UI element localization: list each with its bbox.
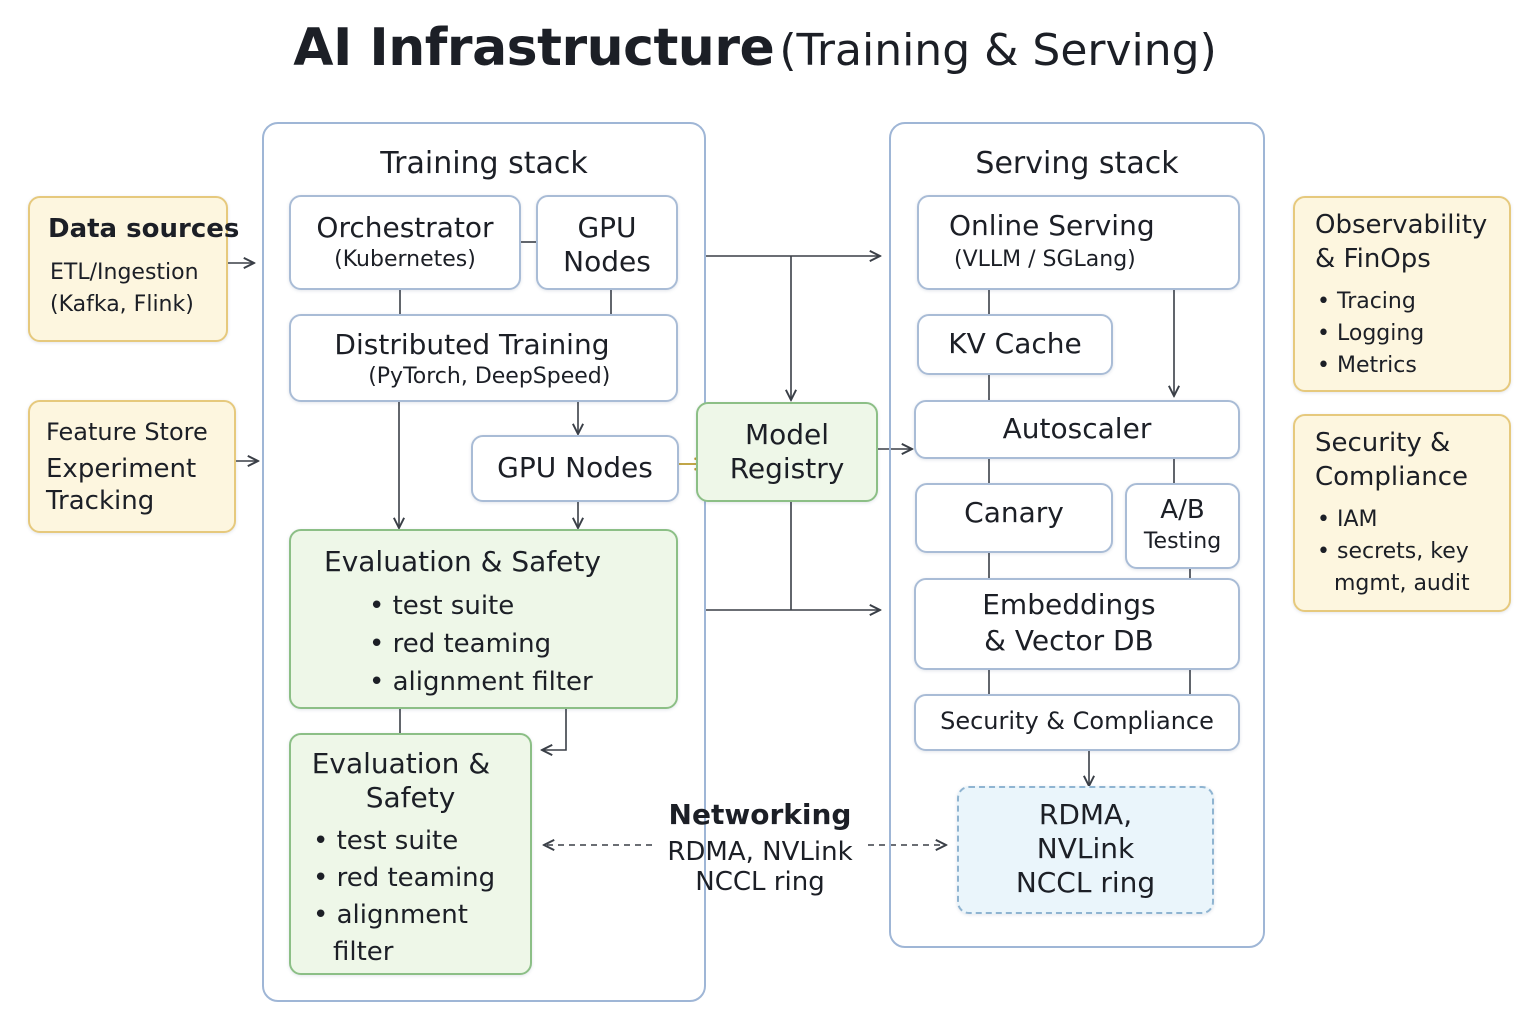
embeddings-box: Embeddings & Vector DB [914, 578, 1240, 670]
security-side-item: mgmt, audit [1334, 571, 1470, 596]
security-side-title-line2: Compliance [1315, 462, 1469, 492]
canary-box: Canary [915, 483, 1113, 553]
canary-name: Canary [964, 496, 1064, 529]
observability-item: Tracing [1317, 286, 1424, 318]
distributed-training-detail: (PyTorch, DeepSpeed) [368, 364, 611, 389]
eval2-item: filter [333, 937, 394, 967]
title-sub: (Training & Serving) [779, 25, 1217, 76]
ab-line2: Testing [1143, 529, 1222, 554]
evaluation-safety-box: Evaluation & Safety test suite red teami… [289, 529, 678, 709]
security-side-list: IAM secrets, key mgmt, audit [1317, 504, 1470, 600]
training-stack-title: Training stack [380, 146, 588, 181]
eval1-item: red teaming [369, 625, 593, 663]
feature-store-line2: Experiment [46, 454, 197, 484]
security-compliance-name: Security & Compliance [940, 707, 1214, 735]
orchestrator-detail: (Kubernetes) [334, 247, 476, 272]
autoscaler-name: Autoscaler [1002, 412, 1152, 445]
serving-stack: Serving stack [889, 122, 1265, 948]
networking-line1: RDMA, NVLink [667, 837, 853, 867]
feature-store-box: Feature Store Experiment Tracking [28, 400, 236, 533]
kv-cache-name: KV Cache [948, 327, 1082, 360]
page-title: AI Infrastructure (Training & Serving) [0, 18, 1510, 78]
distributed-training-box: Distributed Training (PyTorch, DeepSpeed… [289, 314, 678, 402]
gpu-nodes-mid-name: GPU Nodes [497, 451, 653, 484]
rdma-box: RDMA, NVLink NCCL ring [957, 786, 1214, 914]
rdma-line1: RDMA, [1038, 798, 1133, 831]
online-serving-name: Online Serving [949, 209, 1155, 242]
gpu-nodes-top-line2: Nodes [563, 245, 651, 278]
data-sources-box: Data sources ETL/Ingestion (Kafka, Flink… [28, 196, 239, 342]
rdma-line2: NVLink [1036, 832, 1135, 865]
orchestrator-name: Orchestrator [316, 211, 494, 244]
security-compliance-box: Security & Compliance [914, 694, 1240, 751]
observability-box: Observability & FinOps Tracing Logging M… [1293, 196, 1511, 392]
eval2-list: test suite red teaming alignment filter [313, 823, 495, 971]
gpu-nodes-mid-box: GPU Nodes [471, 435, 679, 502]
distributed-training-name: Distributed Training [334, 328, 610, 361]
observability-item: Logging [1317, 318, 1424, 350]
data-sources-line2: (Kafka, Flink) [50, 292, 194, 317]
model-registry-box: Model Registry [696, 402, 878, 502]
embeddings-line1: Embeddings [982, 588, 1156, 621]
ab-testing-box: A/B Testing [1125, 483, 1240, 569]
data-sources-line1: ETL/Ingestion [50, 260, 199, 285]
eval2-item: alignment [313, 897, 495, 934]
gpu-nodes-top-line1: GPU [577, 211, 637, 244]
model-registry-line2: Registry [729, 452, 845, 485]
eval1-item: test suite [369, 587, 593, 625]
arrow-eval-loop [542, 709, 567, 750]
kv-cache-box: KV Cache [917, 314, 1113, 375]
observability-title-line2: & FinOps [1315, 244, 1431, 274]
orchestrator-box: Orchestrator (Kubernetes) [289, 195, 521, 290]
networking-label: Networking RDMA, NVLink NCCL ring [645, 798, 875, 897]
eval2-item: red teaming [313, 860, 496, 897]
evaluation-safety-box-2: Evaluation & Safety test suite red teami… [289, 733, 532, 975]
observability-item: Metrics [1317, 350, 1424, 382]
networking-line2: NCCL ring [695, 867, 825, 897]
eval2-item: test suite [313, 823, 495, 860]
eval1-list: test suite red teaming alignment filter [369, 587, 593, 701]
rdma-line3: NCCL ring [1015, 866, 1156, 899]
security-side-item: IAM [1317, 504, 1470, 536]
observability-title-line1: Observability [1315, 210, 1488, 240]
autoscaler-box: Autoscaler [914, 400, 1240, 459]
eval2-title-line1: Evaluation & [311, 747, 491, 780]
observability-list: Tracing Logging Metrics [1317, 286, 1424, 382]
online-serving-detail: (VLLM / SGLang) [954, 247, 1136, 272]
security-compliance-side-box: Security & Compliance IAM secrets, key m… [1293, 414, 1511, 612]
training-stack: Training stack [262, 122, 706, 1002]
security-side-title-line1: Security & [1315, 428, 1451, 458]
gpu-nodes-top-box: GPU Nodes [536, 195, 678, 290]
eval1-title: Evaluation & Safety [324, 545, 601, 578]
security-side-item: secrets, key [1317, 536, 1470, 568]
online-serving-box: Online Serving (VLLM / SGLang) [917, 195, 1240, 290]
feature-store-line1: Feature Store [46, 418, 208, 446]
eval2-title-line2: Safety [365, 781, 456, 814]
embeddings-line2: & Vector DB [984, 624, 1154, 657]
title-main: AI Infrastructure [293, 18, 775, 78]
ab-line1: A/B [1160, 495, 1205, 525]
networking-title: Networking [668, 798, 852, 831]
feature-store-line3: Tracking [46, 486, 155, 516]
data-sources-title: Data sources [48, 214, 240, 244]
serving-stack-title: Serving stack [975, 146, 1179, 181]
model-registry-line1: Model [744, 418, 830, 451]
eval1-item: alignment filter [369, 663, 593, 701]
